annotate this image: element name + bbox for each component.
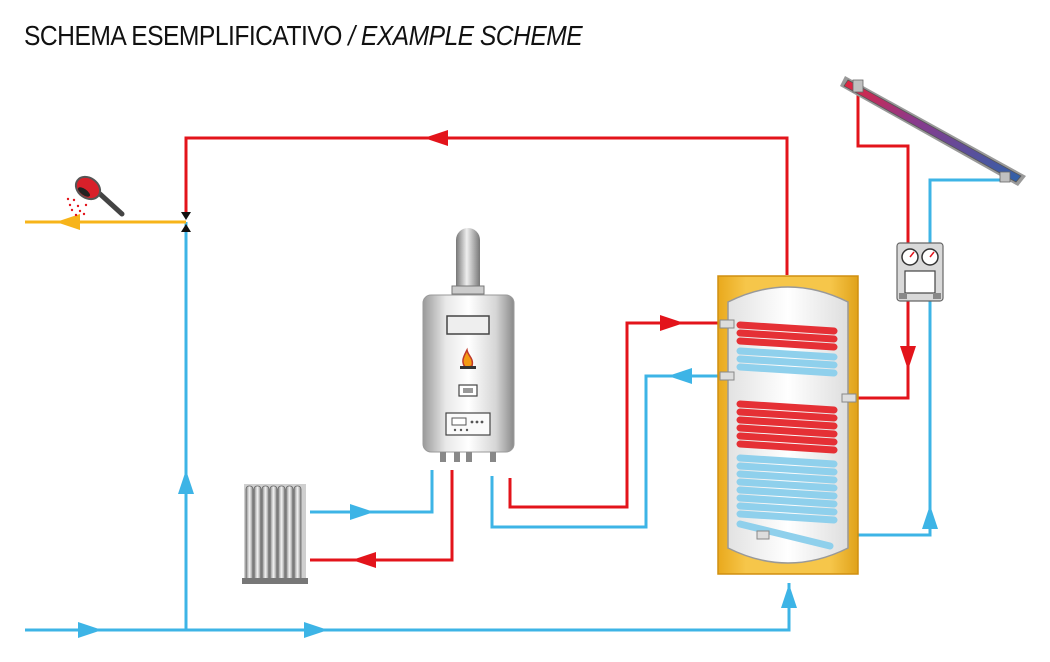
upper-coil bbox=[736, 321, 838, 377]
arrow-solar-down bbox=[900, 346, 916, 370]
arrow-coil-supply bbox=[660, 315, 684, 331]
tank-hot-outlet-pipe bbox=[184, 136, 789, 275]
lower-coil bbox=[736, 400, 838, 550]
arrow-rad-supply bbox=[352, 552, 376, 568]
arrow-hot-left-top bbox=[424, 130, 448, 146]
wall-boiler bbox=[422, 228, 515, 462]
arrow-solar-up bbox=[922, 505, 938, 529]
coil-supply-pipe bbox=[508, 321, 724, 509]
solar-panel-surface bbox=[843, 79, 1022, 183]
solar-flow-pipe bbox=[856, 92, 910, 245]
solar-panel bbox=[840, 76, 1026, 186]
arrow-rad-return bbox=[350, 504, 374, 520]
arrow-cold-right-2 bbox=[304, 622, 328, 638]
arrow-dhw-left bbox=[56, 214, 80, 230]
boiler-return-pipe bbox=[490, 374, 724, 529]
cold-main-pipe bbox=[25, 583, 791, 632]
arrow-cold-up-riser bbox=[178, 470, 194, 494]
solar-flow-lower-pipe bbox=[848, 300, 910, 400]
flame-icon bbox=[462, 347, 474, 369]
flow-arrows bbox=[56, 130, 938, 638]
arrow-cold-right-1 bbox=[78, 622, 102, 638]
arrow-cold-up-tank bbox=[781, 584, 797, 608]
boiler-connections bbox=[440, 452, 496, 462]
radiator bbox=[242, 484, 308, 584]
page-title: SCHEMA ESEMPLIFICATIVO / EXAMPLE SCHEME bbox=[24, 20, 583, 52]
mixing-valve bbox=[181, 212, 191, 232]
solar-pump-station bbox=[896, 242, 944, 302]
solar-return-upper-pipe bbox=[928, 178, 1005, 245]
storage-tank bbox=[717, 275, 859, 575]
boiler-display bbox=[446, 315, 490, 335]
shower-icon bbox=[66, 175, 125, 217]
title-translation: / EXAMPLE SCHEME bbox=[348, 20, 583, 51]
arrow-coil-return bbox=[668, 368, 692, 384]
title-main: SCHEMA ESEMPLIFICATIVO bbox=[24, 20, 342, 51]
radiator-return-pipe bbox=[310, 470, 434, 514]
